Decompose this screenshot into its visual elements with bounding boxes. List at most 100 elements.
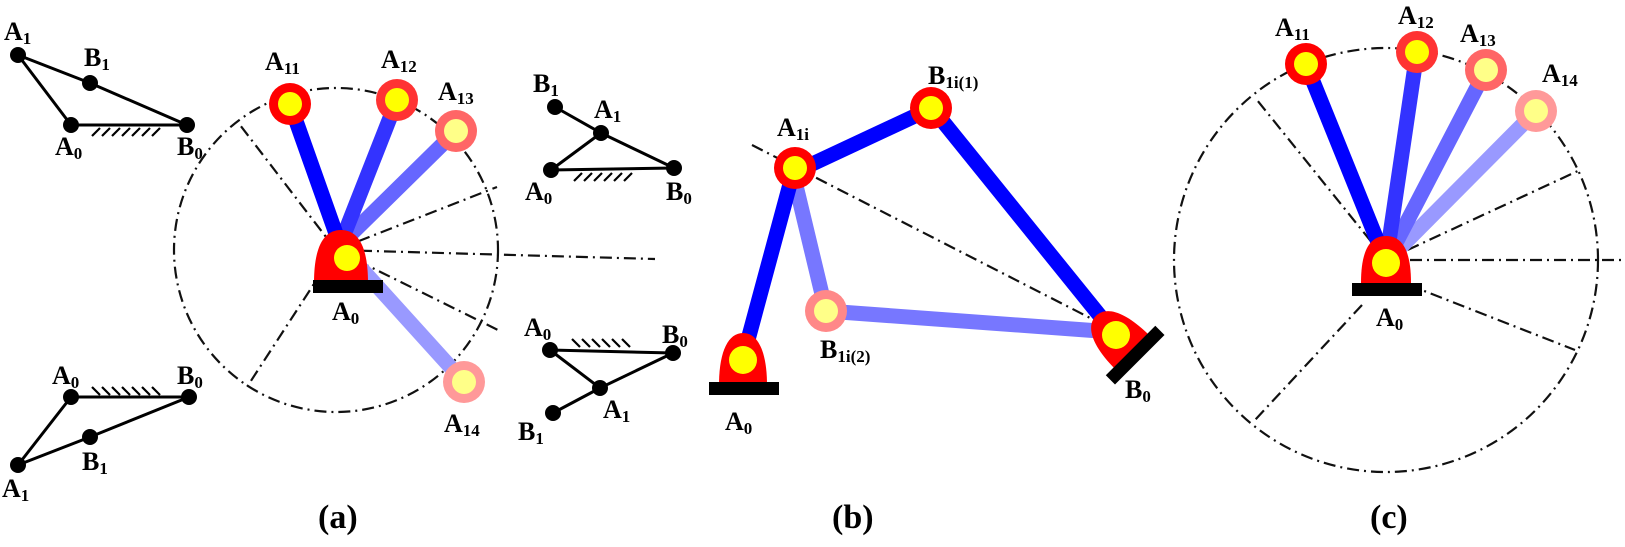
joint-a1 bbox=[10, 47, 26, 63]
crank-joint-core-3 bbox=[1474, 58, 1498, 82]
label-crank-position-1: A11 bbox=[265, 47, 300, 78]
reference-line bbox=[751, 144, 1099, 323]
label-b1: B1 bbox=[84, 43, 110, 74]
label-a0: A0 bbox=[55, 132, 82, 163]
label-a0: A0 bbox=[725, 407, 752, 438]
link-a0-a1i bbox=[734, 171, 801, 364]
link-b1-b0 bbox=[89, 81, 188, 127]
joint-b1i1-core bbox=[919, 96, 943, 120]
joint-a1 bbox=[593, 125, 609, 141]
pivot-core bbox=[334, 245, 360, 271]
joint-a1 bbox=[592, 380, 608, 396]
label-b0: B0 bbox=[666, 177, 692, 208]
crank-link-1 bbox=[282, 101, 348, 248]
ground-base bbox=[1105, 325, 1165, 385]
link-a0-a1 bbox=[16, 396, 73, 466]
label-a1: A1 bbox=[2, 474, 29, 505]
joint-a1i-core bbox=[783, 156, 807, 180]
joint-b0 bbox=[179, 117, 195, 133]
link-a1-b1 bbox=[17, 53, 91, 85]
joint-b1i2-core bbox=[814, 299, 838, 323]
label-pivot-a0: A0 bbox=[332, 297, 359, 328]
label-a1i: A1i bbox=[777, 113, 809, 144]
sector-line bbox=[1254, 304, 1363, 421]
horizontal-axis bbox=[335, 248, 656, 261]
joint-a0 bbox=[63, 389, 79, 405]
label-b0: B0 bbox=[662, 320, 688, 351]
crank-joint-core-4 bbox=[452, 370, 476, 394]
label-a1: A1 bbox=[4, 17, 31, 48]
link-a0-a1 bbox=[549, 348, 601, 390]
label-b1i1: B1i(1) bbox=[928, 61, 978, 92]
joint-b0 bbox=[181, 389, 197, 405]
link-b1-a1 bbox=[554, 105, 602, 135]
ground-line bbox=[550, 166, 675, 172]
joint-b1 bbox=[82, 429, 98, 445]
sector-line bbox=[1256, 99, 1387, 261]
pivot-core bbox=[1372, 249, 1400, 277]
crank-link-2 bbox=[333, 97, 404, 248]
label-crank-position-4: A14 bbox=[1542, 59, 1578, 90]
label-crank-position-2: A12 bbox=[381, 45, 417, 76]
label-b1: B1 bbox=[533, 69, 559, 100]
label-crank-position-3: A13 bbox=[438, 77, 474, 108]
joint-a0 bbox=[543, 162, 559, 178]
ground-line bbox=[549, 348, 674, 355]
sector-line bbox=[335, 185, 498, 252]
crank-joint-core-2 bbox=[1405, 40, 1429, 64]
inset-top-right: B1 A1 A0 B0 bbox=[525, 69, 692, 208]
sector-line bbox=[239, 124, 337, 251]
crank-link-3 bbox=[334, 125, 462, 251]
link-a1-b0 bbox=[600, 131, 675, 170]
link-a1i-b1i2 bbox=[785, 171, 834, 313]
crank-joint-core-4 bbox=[1524, 99, 1548, 123]
joint-a0 bbox=[542, 342, 558, 358]
crank-joint-core-1 bbox=[278, 92, 302, 116]
pivot-b0-core bbox=[1102, 321, 1130, 349]
label-pivot-a0: A0 bbox=[1376, 303, 1403, 334]
link-b1i2-b0 bbox=[825, 303, 1114, 340]
ground-base bbox=[1352, 283, 1422, 296]
label-crank-position-4: A14 bbox=[444, 409, 480, 440]
label-crank-position-1: A11 bbox=[1275, 13, 1310, 44]
joint-b1 bbox=[82, 75, 98, 91]
joint-b0 bbox=[665, 345, 681, 361]
joint-b1 bbox=[545, 405, 561, 421]
ground-hatch bbox=[91, 386, 161, 396]
label-b0: B0 bbox=[177, 361, 203, 392]
crank-link-3 bbox=[1379, 66, 1493, 266]
crank-joint-core-2 bbox=[385, 88, 409, 112]
link-a1i-b1i1 bbox=[789, 101, 936, 180]
ground-hatch bbox=[573, 172, 633, 182]
reference-circle bbox=[1172, 46, 1600, 474]
link-b1-a1 bbox=[552, 386, 601, 415]
label-b1: B1 bbox=[82, 447, 108, 478]
crank-joint-core-3 bbox=[444, 119, 468, 143]
inset-bottom-left: A0 B0 B1 A1 bbox=[2, 361, 203, 505]
sector-line bbox=[1385, 169, 1581, 261]
label-crank-position-3: A13 bbox=[1460, 19, 1496, 50]
label-a0: A0 bbox=[52, 361, 79, 392]
crank-link-4 bbox=[1380, 105, 1542, 268]
crank-link-2 bbox=[1378, 50, 1425, 264]
label-a0: A0 bbox=[524, 313, 551, 344]
link-a0-a1 bbox=[550, 131, 602, 172]
label-a1: A1 bbox=[594, 95, 621, 126]
link-a1-b1 bbox=[17, 435, 91, 467]
label-b1: B1 bbox=[518, 417, 544, 448]
link-a1-b0 bbox=[599, 351, 674, 390]
label-crank-position-2: A12 bbox=[1398, 1, 1434, 32]
joint-a0 bbox=[63, 117, 79, 133]
caption-a: (a) bbox=[318, 499, 358, 536]
inset-top-left: A1 B1 A0 B0 bbox=[4, 17, 203, 163]
pivot-core bbox=[729, 346, 757, 374]
crank-link-1 bbox=[1299, 61, 1393, 265]
caption-c: (c) bbox=[1370, 499, 1408, 536]
ground-hatch bbox=[571, 338, 631, 348]
caption-b: (b) bbox=[832, 499, 874, 536]
link-a1-a0 bbox=[16, 54, 73, 126]
joint-b0 bbox=[666, 160, 682, 176]
label-b0: B0 bbox=[1125, 375, 1151, 406]
